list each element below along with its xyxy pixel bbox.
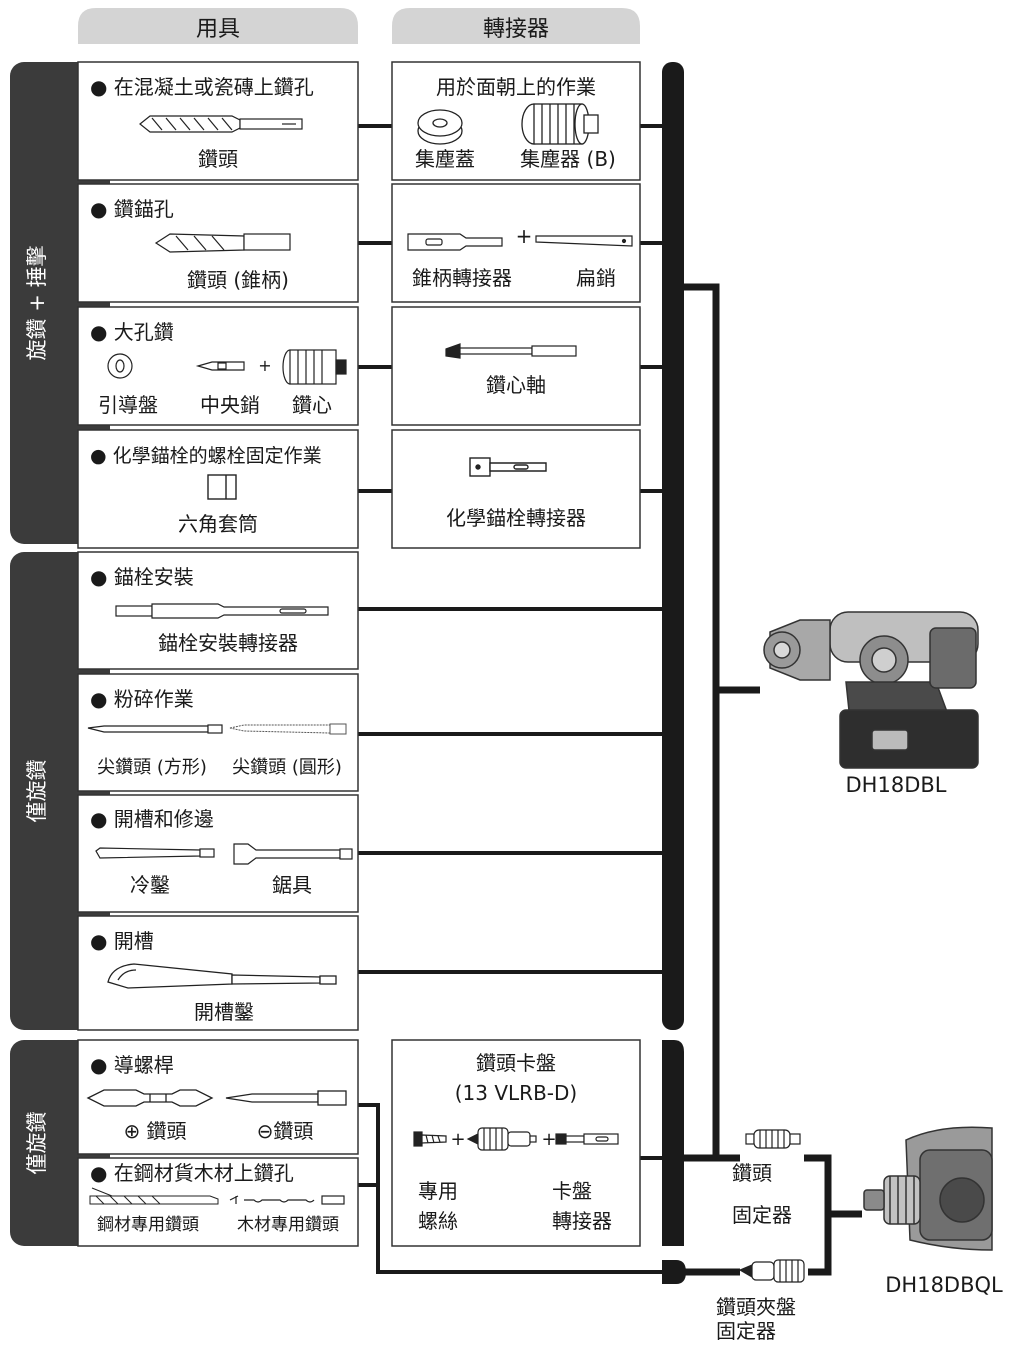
row-concrete-adapter-title: 用於面朝上的作業: [436, 75, 596, 99]
header-tools-label: 用具: [196, 17, 240, 42]
chuck-adapter-icon: [555, 1133, 619, 1145]
main-connector: [684, 283, 862, 1276]
model-dh18dbl: DH18DBL: [846, 773, 947, 797]
steel-drill-bit-icon: [89, 1187, 219, 1205]
row-screw-tool-2: ⊖鑽頭: [257, 1119, 314, 1143]
row-steel-wood-title: ● 在鋼材貨木材上鑽孔: [90, 1161, 294, 1185]
mode-label-rotation-only-2: 僅旋鑽: [25, 1112, 49, 1175]
row-core-tool-1: 引導盤: [98, 393, 158, 417]
chuck-holder-label-2: 固定器: [716, 1319, 776, 1343]
chuck-title: 鑽頭卡盤: [476, 1051, 556, 1075]
bit-holder-label-2: 固定器: [732, 1203, 792, 1227]
wood-drill-bit-icon: [229, 1195, 345, 1205]
guide-plate-icon: [107, 353, 133, 379]
chuck-screw-label-1: 專用: [418, 1179, 458, 1203]
bus-bar-main: [662, 62, 684, 1030]
bit-holder-label-1: 鑽頭: [732, 1161, 772, 1185]
quick-chuck-hammer-icon: [863, 1126, 993, 1251]
chuck-holder-icon: [738, 1259, 805, 1283]
row-concrete-tool-label: 鑽頭: [198, 147, 238, 171]
row-core-title: ● 大孔鑽: [90, 320, 174, 344]
bit-holder-icon: [745, 1129, 801, 1149]
row-crushing-tool-1: 尖鑽頭 (方形): [97, 757, 207, 778]
center-pin-icon: [195, 361, 245, 371]
connector-lines: [358, 124, 662, 1274]
plus-sign: +: [541, 1129, 556, 1150]
chuck-adapter-label-2: 轉接器: [552, 1209, 612, 1233]
dust-cup-icon: [417, 109, 463, 145]
row-grooving-edging-tool-1: 冷鑿: [130, 873, 170, 897]
row-chemical-title: ● 化學錨栓的螺栓固定作業: [90, 445, 322, 467]
row-screw-tool-1: ⊕ 鑽頭: [123, 1119, 186, 1143]
row-chemical-tool-label: 六角套筒: [178, 512, 258, 536]
row-grooving-edging-title: ● 開槽和修邊: [90, 807, 214, 831]
point-chisel-square-icon: [87, 724, 223, 734]
chemical-adapter-icon: [469, 457, 547, 477]
header-adapters-label: 轉接器: [483, 17, 549, 42]
minus-bit-icon: [225, 1090, 347, 1106]
scaling-chisel-icon: [233, 843, 353, 865]
chuck-model: (13 VLRB-D): [455, 1081, 577, 1105]
row-concrete-adapter-right: 集塵器 (B): [520, 147, 616, 171]
model-dh18dbql: DH18DBQL: [885, 1273, 1003, 1297]
row-grooving-tool-label: 開槽鑿: [194, 1000, 254, 1024]
taper-adapter-icon: [407, 233, 503, 251]
taper-drill-bit-icon: [154, 233, 291, 253]
chuck-adapter-label-1: 卡盤: [552, 1179, 592, 1203]
row-anchor-hole-adapter-right: 扁銷: [576, 266, 616, 290]
plus-sign: +: [258, 356, 271, 375]
row-screw-title: ● 導螺桿: [90, 1053, 174, 1077]
hex-socket-icon: [207, 474, 237, 500]
plus-bit-icon: [86, 1089, 214, 1107]
gouge-chisel-icon: [107, 963, 337, 989]
drill-bit-icon: [139, 115, 303, 133]
drill-chuck-icon: [466, 1127, 537, 1151]
plus-sign: +: [450, 1129, 465, 1150]
rotary-hammer-icon: [763, 611, 979, 769]
row-anchor-hole-adapter-left: 錐柄轉接器: [412, 266, 512, 290]
row-core-adapter-label: 鑽心軸: [486, 373, 546, 397]
row-crushing-tool-2: 尖鑽頭 (圓形): [232, 757, 342, 778]
anchor-setting-adapter-icon: [115, 603, 329, 619]
row-grooving-edging-tool-2: 鋸具: [272, 873, 312, 897]
core-bit-icon: [282, 349, 347, 385]
row-concrete-adapter-left: 集塵蓋: [415, 147, 475, 171]
chuck-screw-label-2: 螺絲: [418, 1209, 458, 1233]
bus-bar-lower: [662, 1040, 684, 1246]
row-anchor-hole-title: ● 鑽錨孔: [90, 197, 174, 221]
chuck-holder-connector: [662, 1260, 686, 1284]
row-steel-wood-tool-2: 木材專用鑽頭: [237, 1215, 339, 1235]
point-chisel-round-icon: [229, 723, 347, 735]
mode-label-rotation-only-1: 僅旋鑽: [25, 760, 49, 823]
dust-collector-icon: [521, 103, 599, 145]
header-tools: 用具: [78, 8, 358, 44]
row-steel-wood-tool-1: 鋼材專用鑽頭: [97, 1215, 199, 1235]
row-anchor-install-tool-label: 錨栓安裝轉接器: [158, 631, 298, 655]
row-chemical-adapter-label: 化學錨栓轉接器: [446, 506, 586, 530]
row-crushing-title: ● 粉碎作業: [90, 687, 194, 711]
plus-sign: +: [516, 224, 533, 248]
row-core-tool-2: 中央銷: [200, 393, 260, 417]
row-concrete-title: ● 在混凝土或瓷磚上鑽孔: [90, 75, 314, 99]
row-grooving-title: ● 開槽: [90, 929, 154, 953]
flat-key-icon: [535, 235, 633, 247]
core-shaft-icon: [445, 343, 577, 359]
row-anchor-install-title: ● 錨栓安裝: [90, 565, 194, 589]
chuck-holder-label-1: 鑽頭夾盤: [716, 1295, 796, 1319]
row-anchor-hole-tool-label: 鑽頭 (錐柄): [187, 268, 289, 292]
special-screw-icon: [413, 1131, 447, 1147]
mode-label-rotary-hammer: 旋鑽 + 捶擊: [25, 246, 49, 361]
row-core-tool-3: 鑽心: [292, 393, 332, 417]
cold-chisel-icon: [95, 847, 215, 859]
header-adapters: 轉接器: [392, 8, 640, 44]
